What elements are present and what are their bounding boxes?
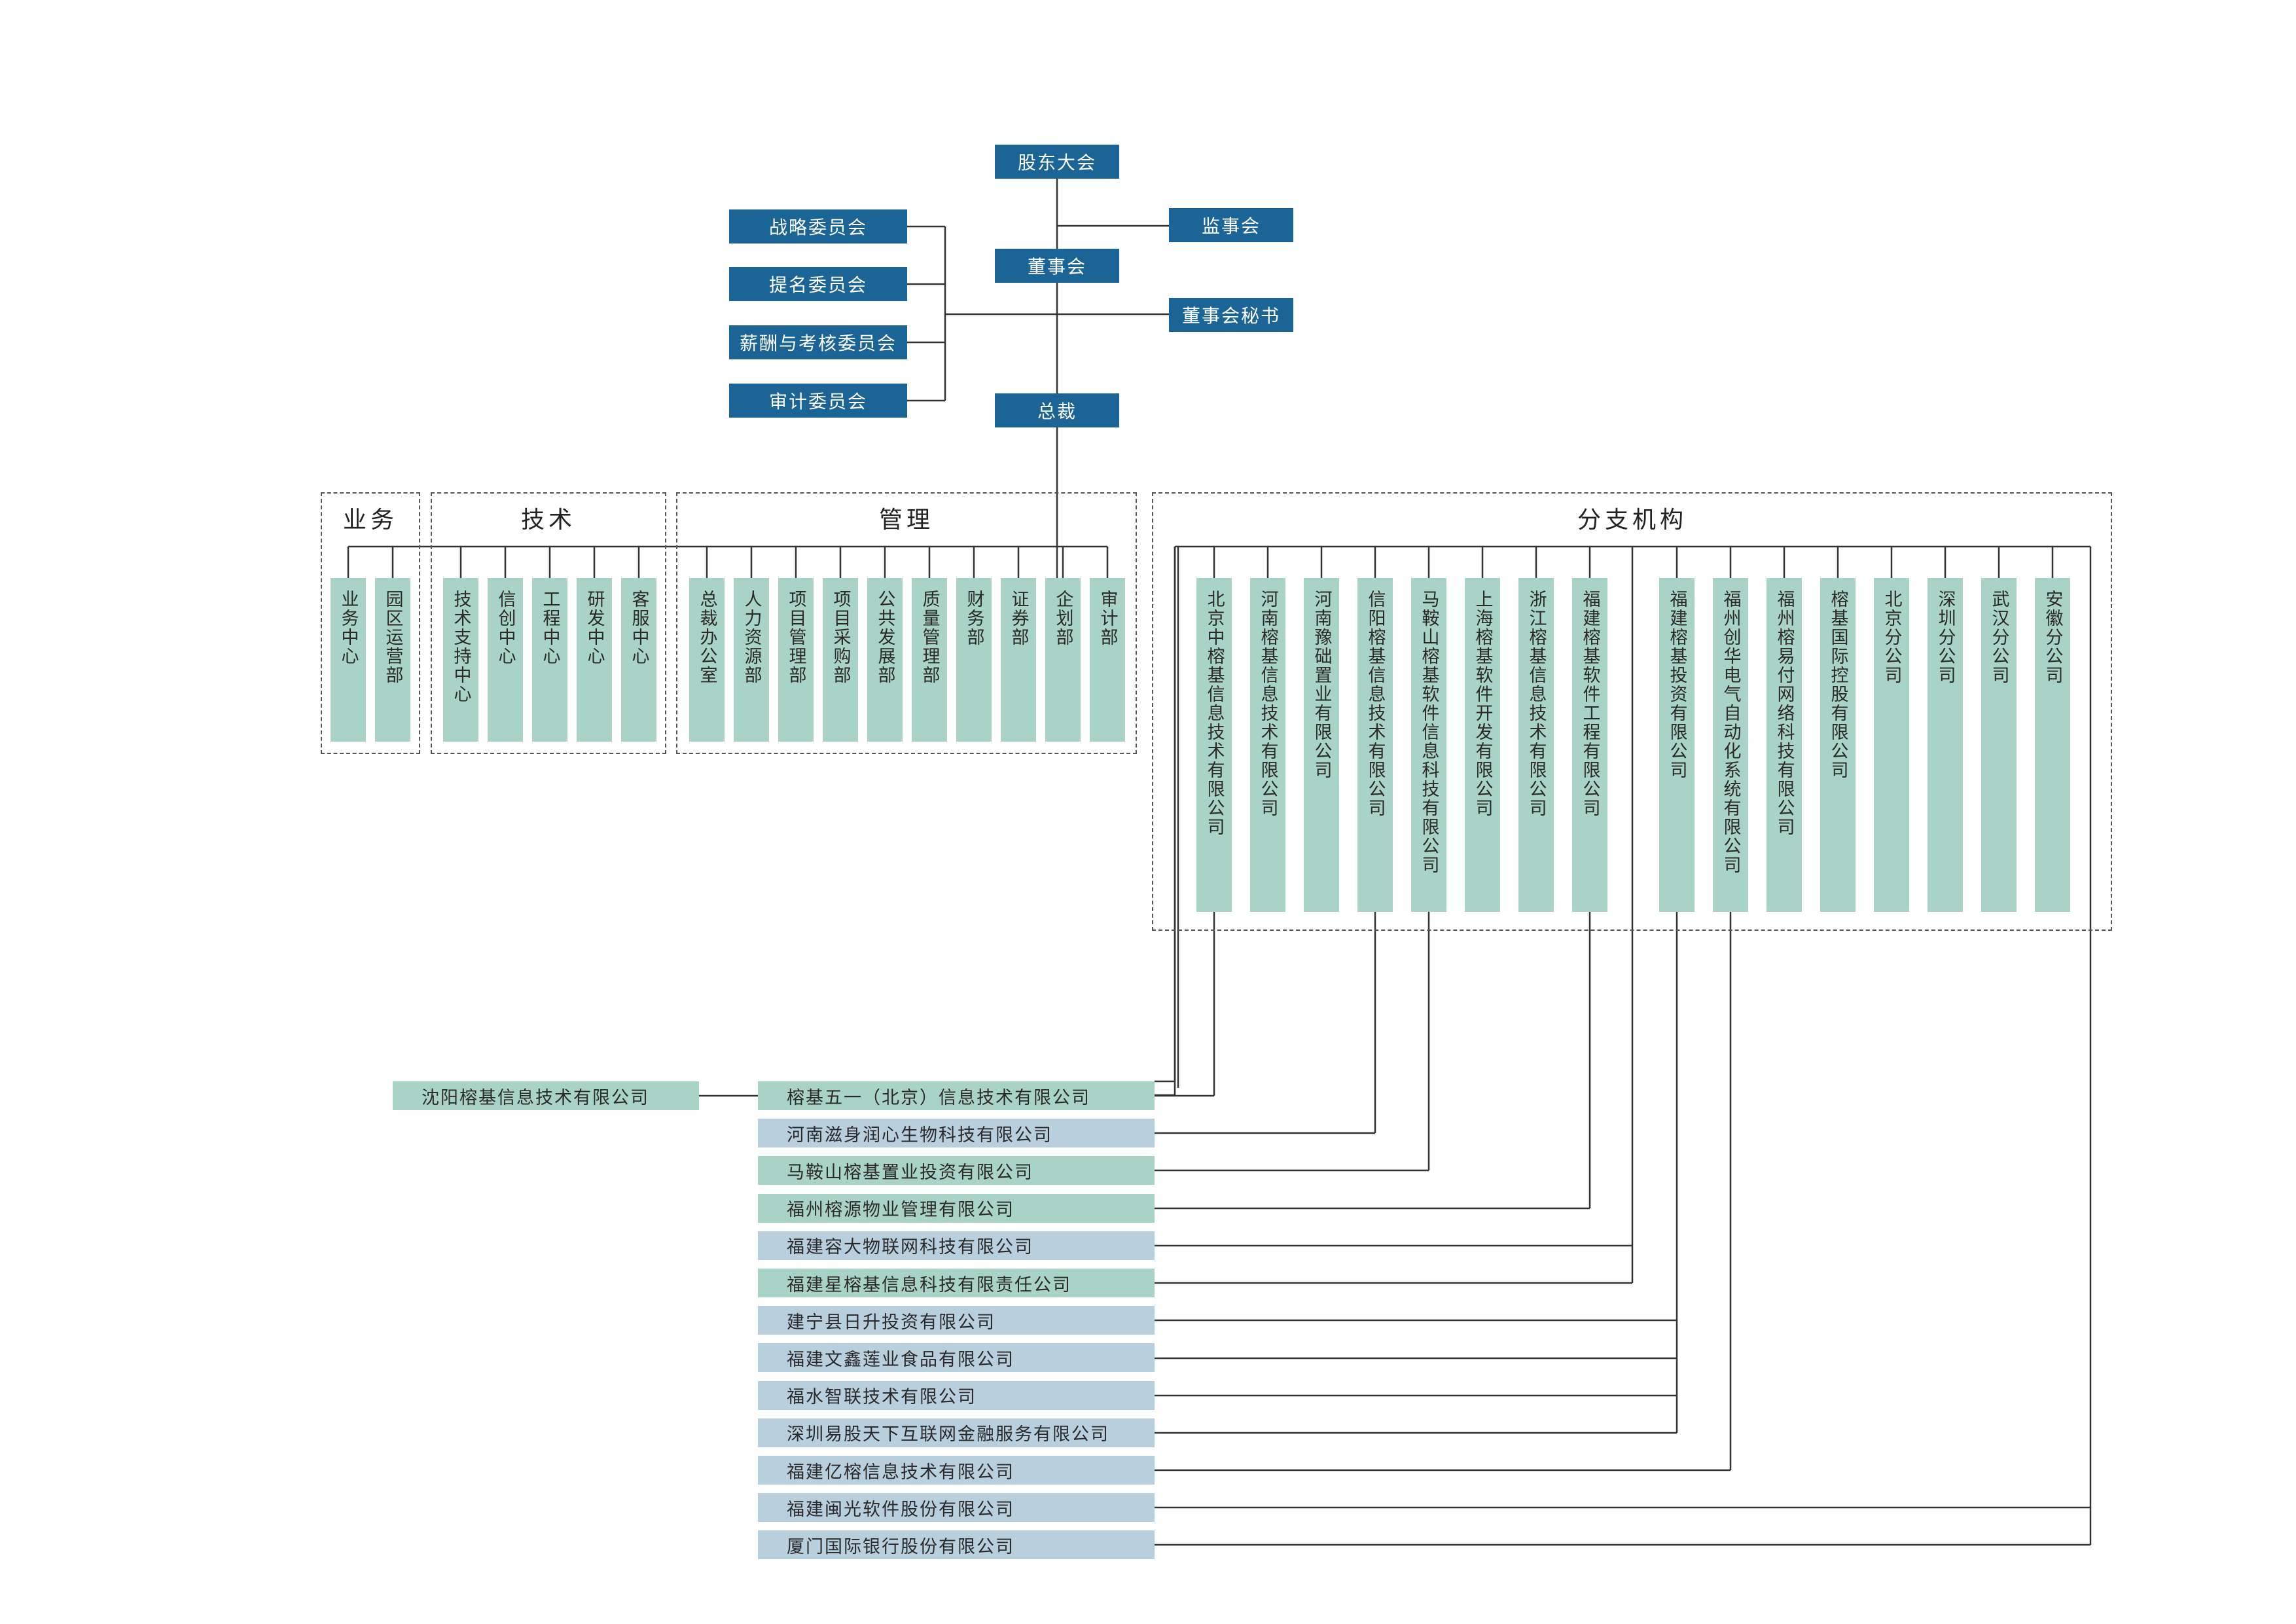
branch-shanghai: 上海榕基软件开发有限公司 — [1465, 578, 1500, 912]
branch-fujian-investment: 福建榕基投资有限公司 — [1659, 578, 1695, 912]
group-management-title: 管理 — [878, 507, 935, 533]
dept-customer-service: 客服中心 — [621, 578, 656, 742]
dept-quality: 质量管理部 — [912, 578, 947, 742]
group-technology-title: 技术 — [520, 507, 577, 533]
affiliate-item: 福水智联技术有限公司 — [758, 1380, 1155, 1410]
affiliate-item: 马鞍山榕基置业投资有限公司 — [758, 1156, 1155, 1185]
dept-rnd: 研发中心 — [577, 578, 612, 742]
branch-beijing-office: 北京分公司 — [1874, 578, 1909, 912]
committee-compensation: 薪酬与考核委员会 — [729, 325, 907, 359]
branch-xinyang: 信阳榕基信息技术有限公司 — [1357, 578, 1393, 912]
committee-nomination: 提名委员会 — [729, 267, 907, 301]
branch-maanshan: 马鞍山榕基软件信息科技有限公司 — [1411, 578, 1446, 912]
dept-hr: 人力资源部 — [734, 578, 769, 742]
branch-anhui-office: 安徽分公司 — [2035, 578, 2070, 912]
shareholders-box: 股东大会 — [995, 145, 1119, 179]
branch-fuzhou-rongyifu: 福州榕易付网络科技有限公司 — [1767, 578, 1802, 912]
affiliate-item: 福建星榕基信息科技有限责任公司 — [758, 1269, 1155, 1297]
group-technology — [431, 492, 666, 754]
affiliate-item: 榕基五一（北京）信息技术有限公司 — [758, 1081, 1155, 1110]
board-secretary-box: 董事会秘书 — [1169, 298, 1293, 332]
committee-audit: 审计委员会 — [729, 384, 907, 418]
affiliate-shenyang: 沈阳榕基信息技术有限公司 — [393, 1081, 699, 1110]
dept-project-mgmt: 项目管理部 — [778, 578, 814, 742]
branch-zhejiang: 浙江榕基信息技术有限公司 — [1518, 578, 1554, 912]
affiliate-item: 深圳易股天下互联网金融服务有限公司 — [758, 1418, 1155, 1447]
group-business-title: 业务 — [342, 507, 399, 533]
dept-public-dev: 公共发展部 — [867, 578, 903, 742]
affiliate-item: 河南滋身润心生物科技有限公司 — [758, 1119, 1155, 1148]
branch-fujian-software-eng: 福建榕基软件工程有限公司 — [1572, 578, 1607, 912]
group-branches — [1152, 492, 2112, 931]
committee-strategy: 战略委员会 — [729, 209, 907, 244]
affiliate-item: 福建文鑫莲业食品有限公司 — [758, 1343, 1155, 1373]
dept-planning: 企划部 — [1045, 578, 1081, 742]
dept-tech-support: 技术支持中心 — [443, 578, 478, 742]
dept-business-center: 业务中心 — [331, 578, 366, 742]
dept-securities: 证券部 — [1001, 578, 1036, 742]
branch-wuhan-office: 武汉分公司 — [1981, 578, 2017, 912]
affiliate-item: 福建亿榕信息技术有限公司 — [758, 1456, 1155, 1485]
group-branches-title: 分支机构 — [1577, 507, 1688, 533]
affiliate-item: 厦门国际银行股份有限公司 — [758, 1530, 1155, 1560]
dept-finance: 财务部 — [956, 578, 992, 742]
dept-procurement: 项目采购部 — [823, 578, 858, 742]
president-box: 总裁 — [995, 393, 1119, 427]
branch-henan-yuchu: 河南豫础置业有限公司 — [1304, 578, 1339, 912]
board-box: 董事会 — [995, 249, 1119, 283]
branch-henan-rongji: 河南榕基信息技术有限公司 — [1250, 578, 1285, 912]
supervisors-box: 监事会 — [1169, 208, 1293, 242]
branch-shenzhen-office: 深圳分公司 — [1928, 578, 1963, 912]
branch-fuzhou-chuanghua: 福州创华电气自动化系统有限公司 — [1713, 578, 1748, 912]
affiliate-item: 福建闽光软件股份有限公司 — [758, 1493, 1155, 1523]
dept-president-office: 总裁办公室 — [689, 578, 725, 742]
branch-beijing-zhongrongji: 北京中榕基信息技术有限公司 — [1196, 578, 1232, 912]
dept-engineering: 工程中心 — [532, 578, 567, 742]
branch-rongji-international: 榕基国际控股有限公司 — [1820, 578, 1856, 912]
affiliate-item: 福建容大物联网科技有限公司 — [758, 1231, 1155, 1260]
dept-xinchuang: 信创中心 — [488, 578, 523, 742]
dept-park-operations: 园区运营部 — [375, 578, 410, 742]
affiliate-item: 建宁县日升投资有限公司 — [758, 1306, 1155, 1335]
dept-audit: 审计部 — [1090, 578, 1125, 742]
affiliate-item: 福州榕源物业管理有限公司 — [758, 1193, 1155, 1223]
group-business — [321, 492, 420, 754]
group-management — [676, 492, 1137, 754]
